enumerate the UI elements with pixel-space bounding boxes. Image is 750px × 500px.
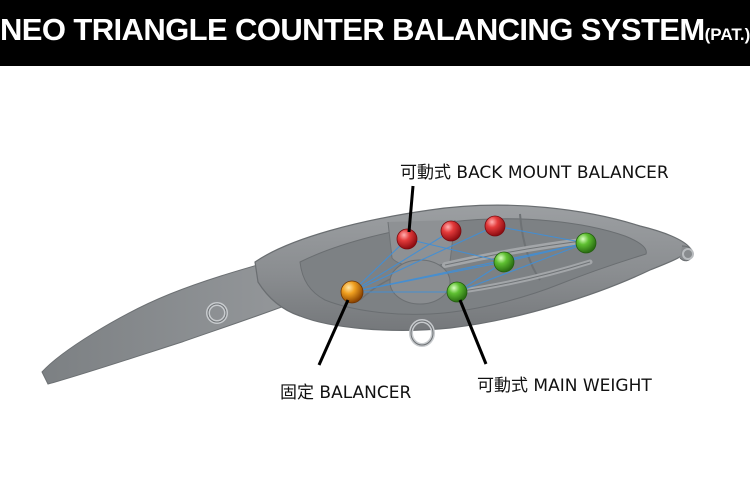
label-main-weight: 可動式 MAIN WEIGHT (477, 376, 652, 396)
back-mount-ball (396, 228, 418, 250)
fixed-balancer-ball (340, 280, 364, 304)
title-text: NEO TRIANGLE COUNTER BALANCING SYSTEM (0, 12, 705, 47)
back-mount-ball (484, 215, 506, 237)
title-suffix: (PAT.) (704, 25, 750, 44)
label-fixed-balancer: 固定 BALANCER (280, 383, 412, 403)
inner-boss (389, 259, 451, 305)
leader-line-fixed (317, 299, 350, 366)
label-back-mount-balancer: 可動式 BACK MOUNT BALANCER (400, 163, 669, 183)
nose-ring (682, 248, 694, 260)
main-weight-ball (493, 251, 515, 273)
leader-line-main-weight (458, 299, 488, 365)
leader-line-back-mount (407, 185, 415, 233)
main-weight-ball (446, 281, 468, 303)
connector-wires (351, 225, 587, 293)
title-bar: NEO TRIANGLE COUNTER BALANCING SYSTEM(PA… (0, 0, 750, 66)
main-weight-ball (575, 232, 597, 254)
back-mount-ball (440, 220, 462, 242)
title: NEO TRIANGLE COUNTER BALANCING SYSTEM(PA… (0, 12, 750, 48)
